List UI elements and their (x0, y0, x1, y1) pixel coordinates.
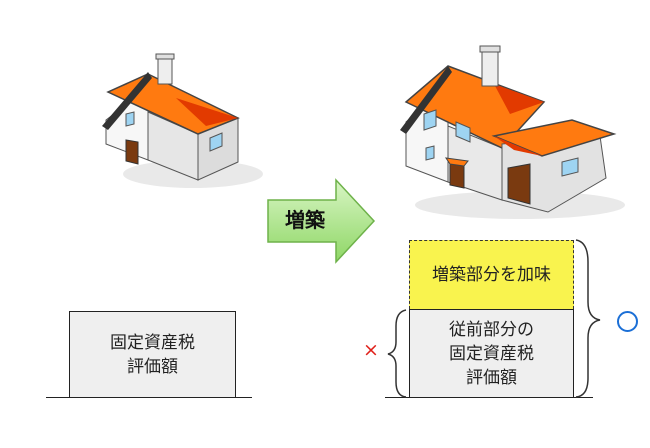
house-roof-edge (400, 66, 452, 134)
window-garage (561, 157, 579, 177)
garage-roof (491, 119, 617, 157)
previous-valuation-box: 従前部分の 固定資産税 評価額 (409, 309, 574, 398)
incorrect-mark: × (363, 339, 379, 361)
window-left (125, 111, 135, 127)
window-upper-left (423, 109, 437, 131)
arrow-label: 増築 (285, 207, 325, 232)
added-portion-label: 増築部分を加味 (432, 265, 551, 285)
window-upper-right (455, 121, 471, 143)
ground-line-right (385, 397, 593, 398)
left-brace (387, 309, 407, 398)
extension-arrow (267, 178, 376, 264)
house-roof-shadow (494, 84, 544, 114)
house-after-illustration (400, 45, 625, 219)
right-brace (575, 239, 601, 398)
ground-line-left (46, 397, 252, 398)
tax-valuation-line: 評価額 (127, 357, 178, 377)
arrow-shape (267, 178, 376, 264)
tax-valuation-line: 固定資産税 (110, 333, 195, 353)
previous-valuation-line: 従前部分の (449, 320, 534, 340)
house-roof-shadow (176, 98, 238, 126)
chimney-cap (155, 53, 175, 60)
house-before-illustration (102, 53, 263, 188)
chimney-cap (479, 45, 501, 53)
house-roof-edge (102, 72, 152, 130)
tax-valuation-box: 固定資産税 評価額 (69, 311, 236, 398)
door-canopy (444, 157, 469, 167)
added-portion-box: 増築部分を加味 (409, 240, 574, 309)
previous-valuation-line: 評価額 (466, 368, 517, 388)
door (125, 139, 139, 165)
previous-valuation-line: 固定資産税 (449, 344, 534, 364)
window-lower (425, 145, 435, 161)
window-right (209, 132, 223, 152)
garage-roof-shadow (494, 136, 542, 156)
garage-door (507, 163, 531, 205)
correct-mark-circle (617, 311, 638, 332)
